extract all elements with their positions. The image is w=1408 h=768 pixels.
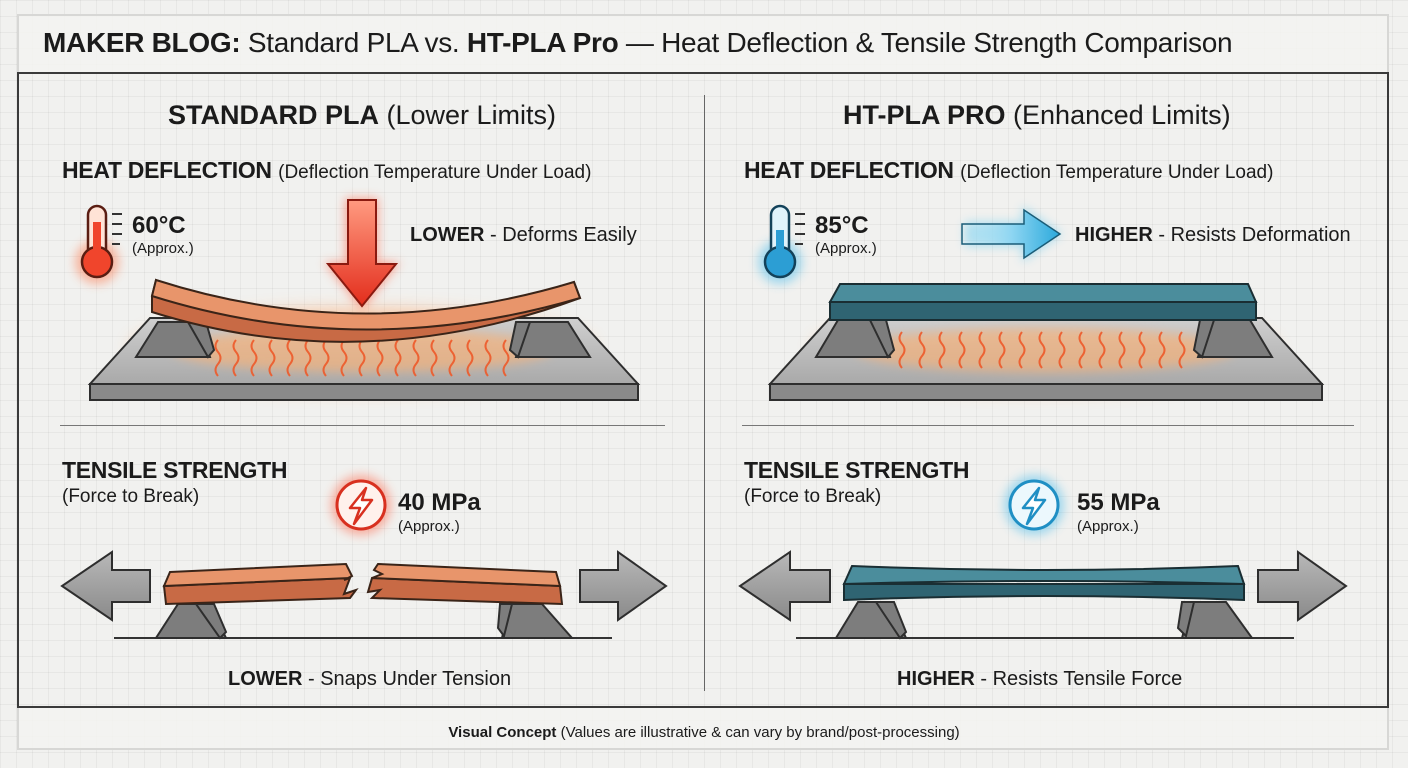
standard-tensile-subtitle: (Force to Break): [62, 486, 200, 507]
pro-tensile-description: HIGHER - Resists Tensile Force: [897, 668, 1183, 690]
right-pull-arrow-icon: [1257, 550, 1348, 622]
standard-tensile-approx: (Approx.): [398, 518, 460, 535]
pro-tensile-subtitle: (Force to Break): [744, 486, 882, 507]
pro-tensile-approx: (Approx.): [1077, 518, 1139, 535]
standard-pla-heading: STANDARD PLA (Lower Limits): [168, 100, 557, 130]
title-bar: [17, 14, 1389, 74]
down-arrow-icon: [324, 198, 400, 310]
standard-tensile-heading: TENSILE STRENGTH: [62, 457, 288, 483]
standard-heat-description: LOWER - Deforms Easily: [410, 224, 637, 246]
page-title: MAKER BLOG: Standard PLA vs. HT-PLA Pro …: [43, 27, 1233, 58]
pro-stretched-bar: [842, 564, 1246, 602]
pro-straight-bar: [828, 283, 1258, 321]
footer-bar: [17, 706, 1389, 750]
standard-heat-supports: [134, 321, 592, 359]
right-arrow-icon: [961, 206, 1062, 262]
pro-heat-value: 85°C: [815, 212, 869, 239]
standard-tensile-value: 40 MPa: [398, 489, 481, 516]
footer-note: Visual Concept (Values are illustrative …: [448, 724, 960, 741]
thermometer-hot-icon: [75, 204, 122, 284]
pro-heat-supports: [814, 319, 1274, 359]
heat-wave-icon: [898, 331, 1186, 369]
column-divider: [704, 95, 705, 691]
pro-heat-approx: (Approx.): [815, 240, 877, 257]
lightning-bolt-icon: [331, 475, 391, 535]
standard-tensile-description: LOWER - Snaps Under Tension: [228, 668, 512, 690]
right-pull-arrow-icon: [579, 550, 668, 622]
standard-tensile-supports: [154, 603, 575, 640]
pro-heat-description: HIGHER - Resists Deformation: [1075, 224, 1351, 246]
heat-wave-icon: [214, 339, 510, 377]
left-pull-arrow-icon: [738, 550, 831, 622]
pro-heat-deflection-heading: HEAT DEFLECTION (Deflection Temperature …: [744, 157, 1274, 183]
ht-pla-pro-heading: HT-PLA PRO (Enhanced Limits): [843, 100, 1231, 130]
lightning-bolt-icon: [1004, 475, 1064, 535]
standard-broken-bar: [162, 562, 564, 606]
right-section-divider: [742, 425, 1354, 426]
pro-tensile-heading: TENSILE STRENGTH: [744, 457, 970, 483]
left-pull-arrow-icon: [60, 550, 151, 622]
standard-heat-value: 60°C: [132, 212, 186, 239]
left-section-divider: [60, 425, 665, 426]
pro-tensile-value: 55 MPa: [1077, 489, 1160, 516]
standard-heat-approx: (Approx.): [132, 240, 194, 257]
pro-tensile-supports: [834, 601, 1254, 640]
thermometer-cool-icon: [758, 204, 805, 284]
standard-bent-bar: [150, 278, 582, 343]
standard-heat-deflection-heading: HEAT DEFLECTION (Deflection Temperature …: [62, 157, 592, 183]
